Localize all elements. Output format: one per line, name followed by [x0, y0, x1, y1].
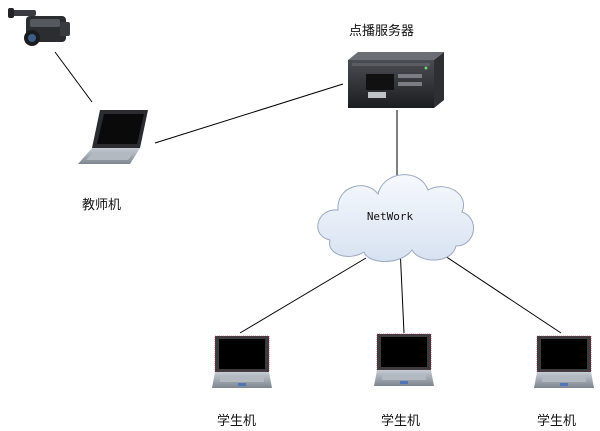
server-label: 点播服务器 [349, 24, 415, 39]
network-student3-link [435, 249, 562, 334]
teacher-server-link [154, 83, 344, 144]
network-label: NetWork [367, 210, 414, 223]
student-laptop-2-icon [374, 333, 434, 386]
student-label-1: 学生机 [217, 414, 257, 429]
student-label-3: 学生机 [537, 414, 577, 429]
student-label-2: 学生机 [381, 414, 421, 429]
cloud-icon: NetWork [317, 174, 474, 262]
teacher-label: 教师机 [82, 198, 122, 213]
video-camera-icon [8, 8, 70, 46]
camera-teacher-link [54, 51, 93, 103]
teacher-laptop-icon [78, 110, 148, 164]
student-laptop-3-icon [534, 335, 594, 388]
rack-server-icon [348, 52, 444, 108]
connection-lines [54, 51, 562, 334]
network-student2-link [399, 246, 405, 334]
student-laptop-1-icon [212, 335, 272, 388]
network-student1-link [239, 257, 367, 334]
